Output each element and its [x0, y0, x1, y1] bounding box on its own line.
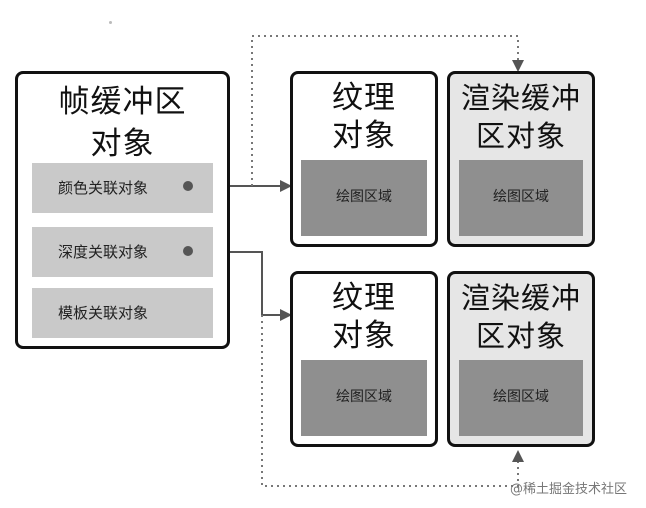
stencil-attachment-slot: 模板关联对象	[32, 288, 213, 338]
texture-bottom-draw-area: 绘图区域	[301, 360, 427, 436]
stencil-attachment-label: 模板关联对象	[58, 304, 149, 322]
texture-top-draw-area: 绘图区域	[301, 160, 427, 236]
framebuffer-object: 帧缓冲区 对象 颜色关联对象 深度关联对象 模板关联对象	[15, 71, 230, 349]
depth-attach-dotted-to-renderbuffer	[261, 315, 524, 487]
renderbuffer-object-top: 渲染缓冲 区对象 绘图区域	[447, 71, 595, 247]
texture-object-top: 纹理 对象 绘图区域	[290, 71, 438, 247]
depth-attachment-slot: 深度关联对象	[32, 227, 213, 277]
depth-attachment-label: 深度关联对象	[58, 243, 149, 261]
texture-bottom-title-line2: 对象	[332, 318, 396, 354]
color-attachment-slot: 颜色关联对象	[32, 163, 213, 213]
texture-top-title-line2: 对象	[332, 118, 396, 154]
renderbuffer-top-title-line2: 区对象	[475, 119, 566, 153]
color-attach-dotted-to-renderbuffer	[251, 35, 524, 186]
depth-attach-arrow	[230, 251, 292, 321]
depth-attachment-dot	[183, 246, 193, 256]
texture-top-area-label: 绘图区域	[336, 189, 392, 205]
renderbuffer-top-area-label: 绘图区域	[493, 189, 549, 205]
renderbuffer-bottom-area-label: 绘图区域	[493, 389, 549, 405]
color-attachment-label: 颜色关联对象	[58, 179, 149, 197]
renderbuffer-object-bottom: 渲染缓冲 区对象 绘图区域	[447, 271, 595, 447]
texture-bottom-area-label: 绘图区域	[336, 389, 392, 405]
renderbuffer-bottom-draw-area: 绘图区域	[459, 360, 583, 436]
renderbuffer-top-title-line1: 渲染缓冲	[460, 81, 581, 115]
renderbuffer-top-draw-area: 绘图区域	[459, 160, 583, 236]
texture-top-title-line1: 纹理	[332, 80, 396, 116]
renderbuffer-bottom-title-line1: 渲染缓冲	[460, 281, 581, 315]
texture-object-bottom: 纹理 对象 绘图区域	[290, 271, 438, 447]
renderbuffer-bottom-title-line2: 区对象	[475, 319, 566, 353]
framebuffer-title-line1: 帧缓冲区	[58, 84, 187, 120]
watermark: @稀土掘金技术社区	[510, 482, 628, 497]
speck	[109, 21, 112, 24]
color-attachment-dot	[183, 181, 193, 191]
framebuffer-title-line2: 对象	[90, 126, 155, 162]
texture-bottom-title-line1: 纹理	[332, 280, 396, 316]
